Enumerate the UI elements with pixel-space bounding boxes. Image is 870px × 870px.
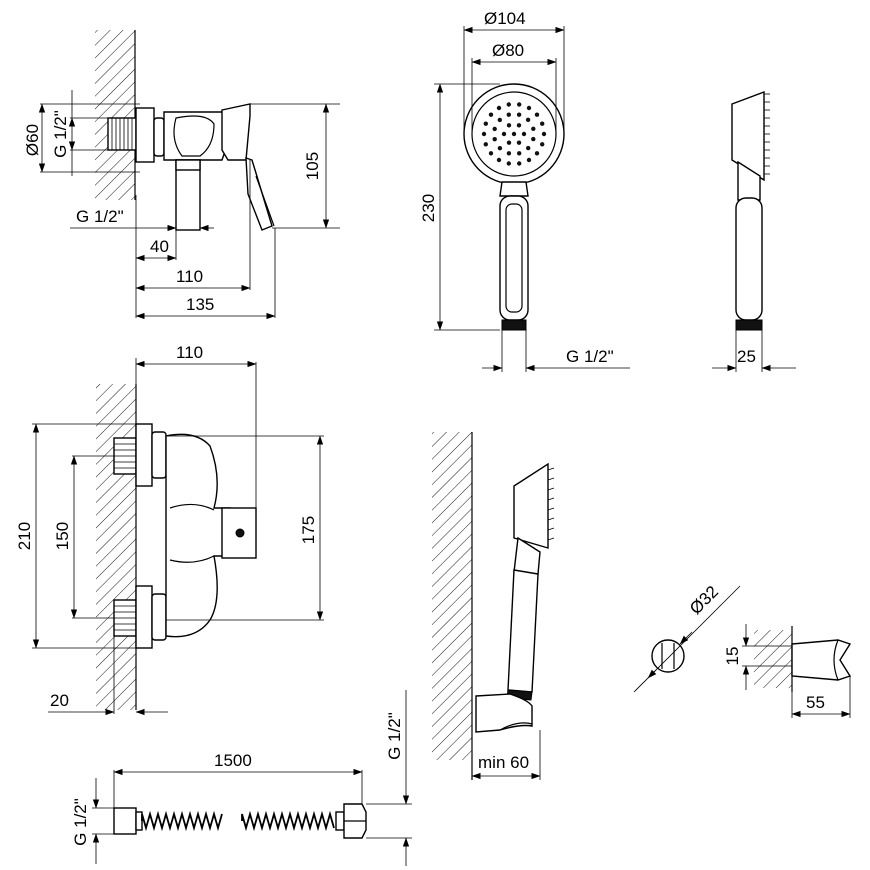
spray-nozzle [511, 131, 517, 137]
dim-105: 105 [303, 152, 322, 180]
spray-nozzle [526, 105, 532, 111]
dim-25: 25 [737, 347, 756, 366]
wall-hatch-bracket [754, 630, 792, 688]
spray-nozzle [492, 137, 497, 142]
spray-nozzle [488, 112, 494, 117]
spray-nozzle [516, 112, 522, 117]
spray-nozzle [517, 151, 522, 156]
spray-nozzle [525, 117, 531, 123]
spray-nozzle [488, 151, 494, 156]
spray-nozzle [506, 140, 512, 145]
mixer-front-view: 110 210 150 175 20 [15, 343, 324, 716]
spray-nozzles [481, 102, 547, 166]
dim-20: 20 [50, 691, 69, 710]
wall-hatch-holder [432, 432, 472, 760]
dim-40: 40 [150, 237, 169, 256]
spray-nozzle [534, 151, 540, 156]
spray-nozzle [541, 131, 547, 137]
wall-hatch [95, 30, 135, 200]
spray-nozzle [516, 140, 522, 145]
spray-nozzle [501, 131, 507, 137]
dim-dia80: Ø80 [492, 41, 524, 60]
wall-hatch-front [96, 384, 136, 710]
dim-dia104: Ø104 [484, 9, 526, 28]
spray-nozzle [540, 121, 545, 126]
spray-nozzle [516, 123, 522, 128]
spray-nozzle [540, 142, 545, 147]
spray-nozzle [483, 121, 488, 126]
handshower-front-view: Ø104 Ø80 230 G 1/2" [419, 9, 630, 372]
hose-left-segment [141, 810, 223, 832]
spray-nozzle [526, 145, 531, 151]
dim-135: 135 [186, 295, 214, 314]
dim-dia60: Ø60 [23, 124, 42, 156]
spray-nozzle [506, 151, 512, 156]
handshower-side-view: 25 [712, 90, 796, 372]
spray-nozzle [521, 131, 527, 137]
hose-detail: 1500 G 1/2" G 1/2" [71, 690, 412, 866]
dim-1500: 1500 [214, 751, 252, 770]
spray-nozzle [497, 117, 502, 123]
spray-nozzle [506, 112, 511, 117]
handshower-on-holder: min 60 [432, 432, 555, 780]
spray-nozzle [497, 146, 503, 151]
spray-nozzle [517, 161, 522, 166]
spray-nozzle [506, 102, 511, 107]
spray-nozzle [483, 142, 488, 147]
dim-210: 210 [15, 522, 34, 550]
dim-150: 150 [53, 522, 72, 550]
spray-nozzle [526, 157, 532, 163]
hose-right-segment [241, 810, 335, 832]
dim-55: 55 [806, 693, 825, 712]
spray-nozzle [496, 105, 502, 111]
spray-nozzle [481, 131, 487, 137]
bracket-detail: Ø32 15 55 [633, 582, 852, 718]
spray-nozzle [531, 136, 536, 142]
spray-nozzle [531, 126, 536, 131]
spray-nozzle [492, 126, 497, 132]
dim-min60: min 60 [478, 753, 529, 772]
dim-thread-bottom: G 1/2" [76, 207, 124, 226]
dim-hose-thread-left: G 1/2" [71, 798, 90, 846]
mixer-side-view: Ø60 G 1/2" G 1/2" 40 110 135 105 [23, 30, 340, 320]
spray-nozzle [534, 112, 540, 117]
dim-175: 175 [299, 516, 318, 544]
spray-nozzle [506, 123, 512, 128]
dim-thread-handshower: G 1/2" [566, 347, 614, 366]
dim-230: 230 [419, 194, 438, 222]
dim-110-front: 110 [176, 343, 203, 362]
spray-nozzle [517, 102, 522, 107]
dim-dia32: Ø32 [686, 582, 722, 618]
dim-15: 15 [723, 647, 742, 666]
dim-110: 110 [176, 267, 203, 286]
spray-nozzle [506, 161, 511, 166]
dim-thread-left: G 1/2" [51, 110, 70, 158]
dim-hose-thread-right: G 1/2" [385, 712, 404, 760]
spray-nozzle [496, 157, 502, 163]
